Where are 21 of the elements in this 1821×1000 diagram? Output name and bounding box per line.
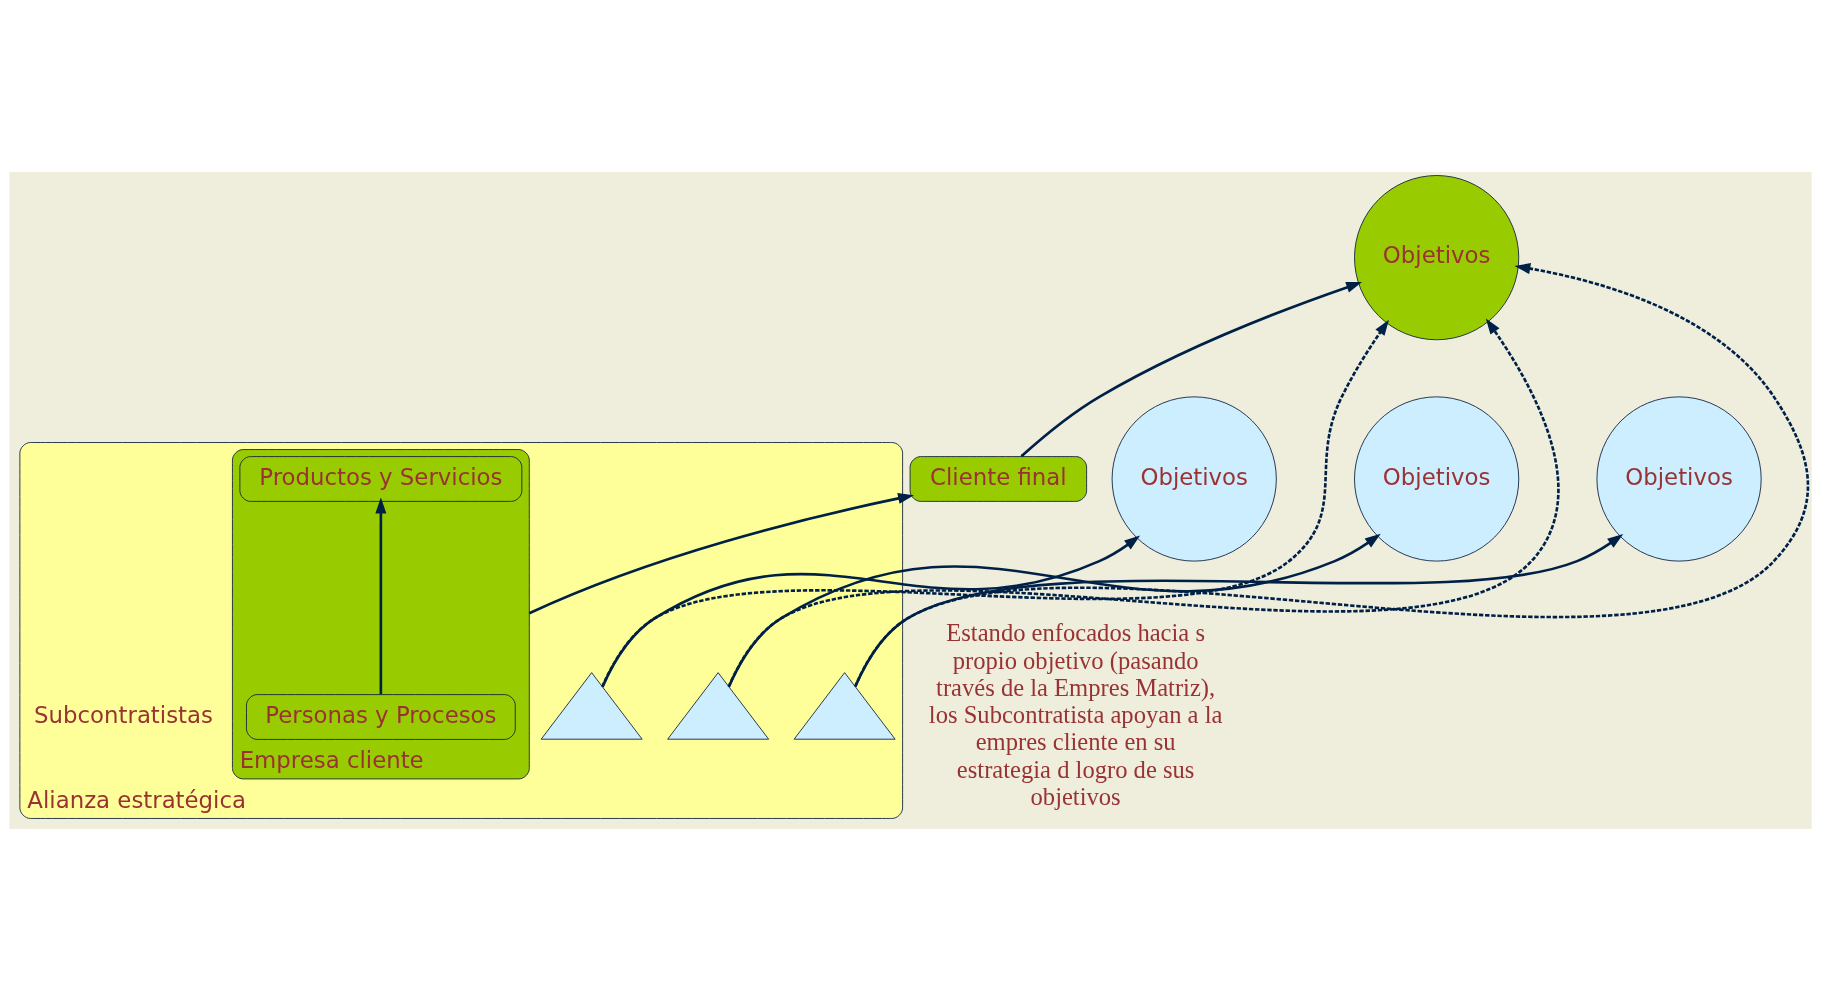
- node-triangle: [540, 671, 643, 740]
- arrow: [1020, 281, 1363, 457]
- arrow: [375, 497, 387, 694]
- node-triangle: [667, 671, 770, 740]
- arrow: [727, 533, 1381, 687]
- label: Estando enfocados hacia s propio objetivo (pasando través de la Empres Matriz), los Subcontratista apoyan a la empres cliente en su estrategia d logro de sus objetivos: [928, 618, 1223, 810]
- node-circle: Objetivos: [1354, 174, 1520, 340]
- node-box: Personas y Procesos: [246, 693, 516, 740]
- arrow: [727, 317, 1560, 687]
- node-box: Productos y Servicios: [239, 455, 523, 502]
- arrow: [854, 262, 1810, 687]
- node-circle: Objetivos: [1354, 395, 1520, 562]
- node-box: Cliente final: [909, 455, 1088, 502]
- arrow: [854, 533, 1624, 687]
- arrow: [601, 319, 1389, 687]
- arrow: [601, 535, 1141, 687]
- node-triangle: [793, 671, 896, 740]
- node-circle: Objetivos: [1596, 395, 1762, 562]
- label: Subcontratistas: [34, 701, 213, 728]
- node-circle: Objetivos: [1111, 395, 1277, 562]
- arrow: [528, 492, 914, 614]
